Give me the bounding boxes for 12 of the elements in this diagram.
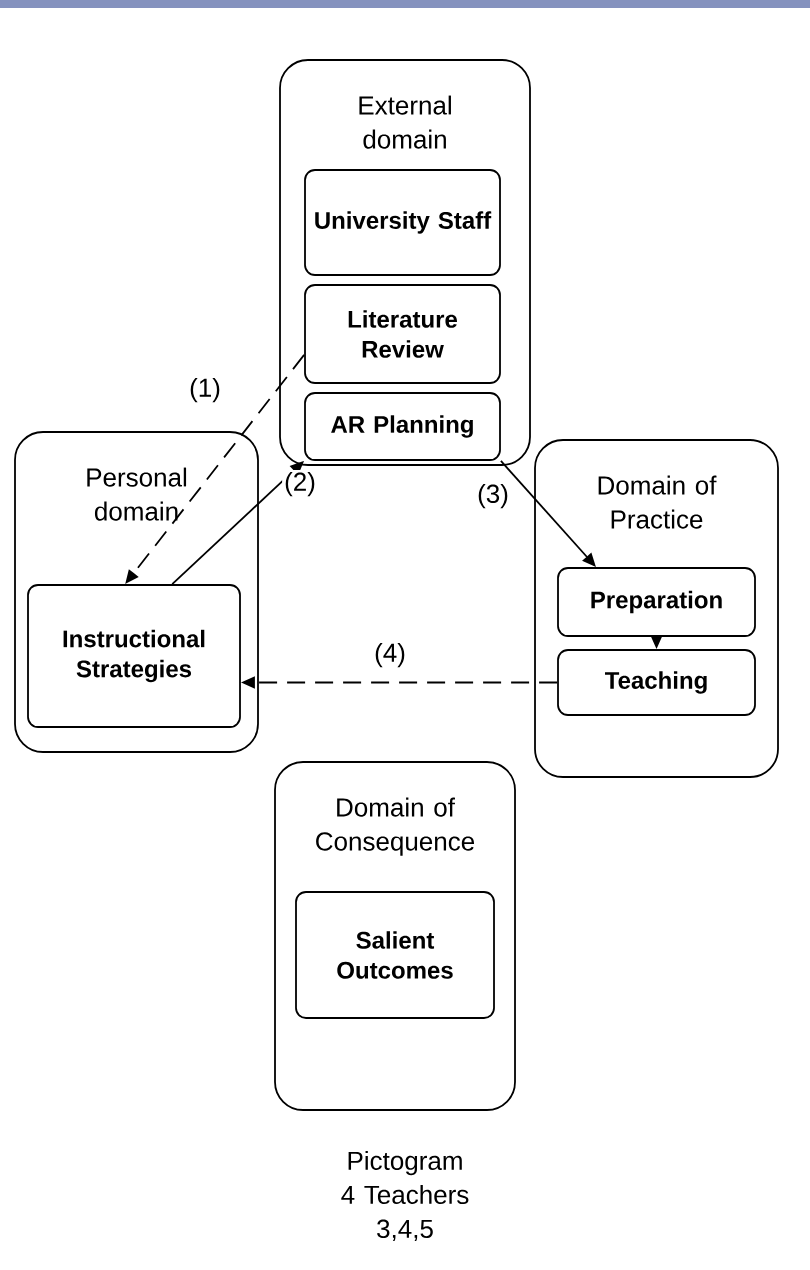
edge-label: (1) xyxy=(187,375,223,405)
item-box: University Staff xyxy=(304,169,501,276)
item-box: AR Planning xyxy=(304,392,501,461)
item-box: Literature Review xyxy=(304,284,501,384)
caption: Pictogram 4 Teachers 3,4,5 xyxy=(341,1150,469,1242)
item-box: Preparation xyxy=(557,567,756,637)
item-box: Teaching xyxy=(557,649,756,716)
item-box: Instructional Strategies xyxy=(27,584,241,728)
item-box: Salient Outcomes xyxy=(295,891,495,1019)
edge-label: (2) xyxy=(282,469,318,499)
edge-label: (4) xyxy=(372,640,408,670)
edge-label: (3) xyxy=(475,481,511,511)
